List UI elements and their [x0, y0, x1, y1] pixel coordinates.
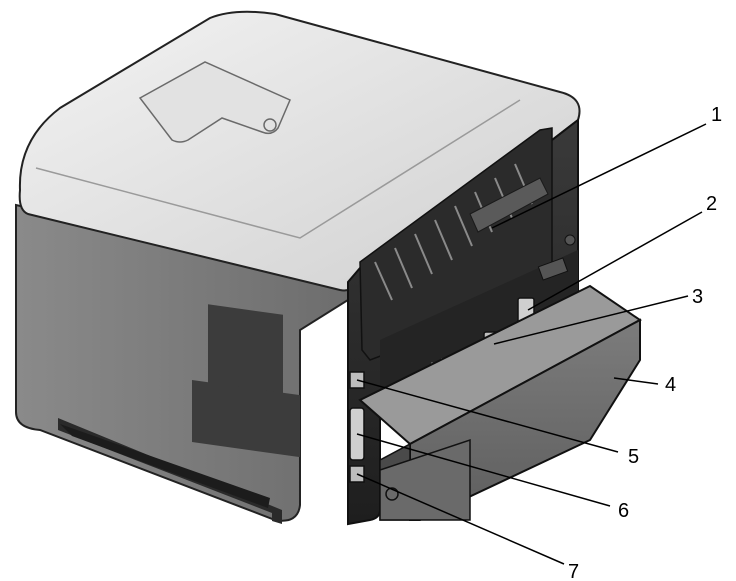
callout-number-3: 3 — [692, 286, 703, 308]
leader-line-3 — [493, 295, 689, 345]
rear-lower-wall — [380, 250, 578, 390]
printer-top-ridge — [35, 99, 521, 239]
callout-number-1: 1 — [711, 104, 722, 126]
callout-number-7: 7 — [568, 561, 579, 581]
side-label-upper — [208, 304, 283, 395]
leader-line-2 — [527, 211, 703, 311]
leader-line-5 — [356, 379, 619, 453]
leader-line-1 — [491, 123, 707, 229]
hand-grip-slot — [60, 424, 270, 508]
rear-slot — [537, 257, 569, 281]
callout-number-6: 6 — [618, 500, 629, 522]
leader-line-7 — [356, 473, 565, 565]
side-label-lower — [192, 379, 300, 458]
callout-number-5: 5 — [628, 446, 639, 468]
rear-screw — [564, 234, 576, 246]
duplex-latch — [385, 487, 399, 501]
leader-line-6 — [356, 433, 611, 507]
leader-line-4 — [613, 377, 659, 385]
callout-labels: 1 2 3 4 5 6 7 — [568, 104, 722, 581]
rear-exit-guide — [469, 177, 549, 233]
callout-number-4: 4 — [665, 374, 676, 396]
tray-handle — [263, 118, 277, 132]
printer-body — [15, 10, 581, 524]
output-tray-flap — [138, 61, 291, 143]
callout-leaders — [356, 123, 707, 565]
callout-number-2: 2 — [706, 193, 717, 215]
